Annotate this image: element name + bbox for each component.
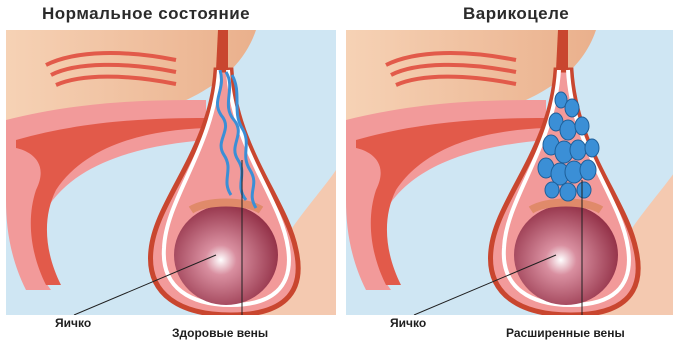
testis [514, 205, 618, 305]
label-testis-right: Яичко [390, 316, 426, 330]
normal-anatomy-illustration [6, 30, 336, 315]
label-testis-left: Яичко [55, 316, 91, 330]
panel-title-normal: Нормальное состояние [42, 4, 250, 24]
label-dilated-veins: Расширенные вены [506, 326, 625, 340]
label-healthy-veins: Здоровые вены [172, 326, 268, 340]
panel-title-varicocele: Варикоцеле [463, 4, 569, 24]
vas-deferens [556, 30, 568, 70]
testis [174, 205, 278, 305]
vas-deferens [216, 30, 228, 70]
varicocele-anatomy-illustration [346, 30, 673, 315]
